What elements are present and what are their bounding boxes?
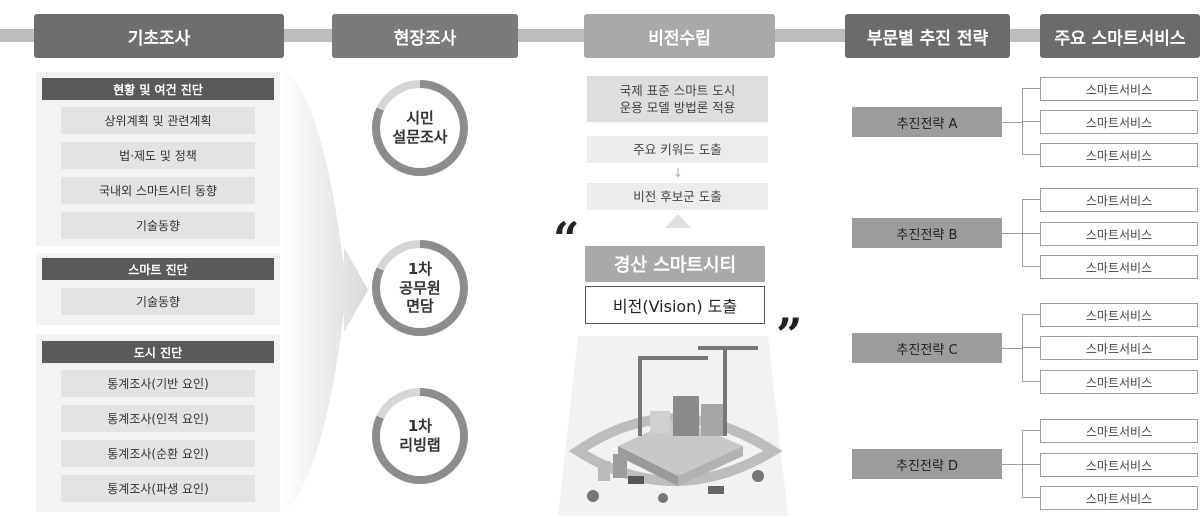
vision-keywords-box: 주요 키워드 도출 [587, 136, 768, 163]
down-arrow-icon: ↓ [672, 166, 684, 180]
connector-line [1022, 88, 1040, 89]
strategy-a: 추진전략 A [852, 107, 1002, 137]
list-item: 통계조사(파생 요인) [61, 475, 255, 502]
group-title-city: 도시 진단 [42, 341, 274, 363]
header-field-survey: 현장조사 [332, 14, 518, 58]
list-item: 통계조사(기반 요인) [61, 370, 255, 397]
strategy-b: 추진전략 B [852, 218, 1002, 248]
connector-line [1022, 314, 1040, 315]
list-item: 통계조사(순환 요인) [61, 440, 255, 467]
strategy-d: 추진전략 D [852, 449, 1002, 479]
list-item: 상위계획 및 관련계획 [61, 107, 255, 134]
vision-subtitle-box: 비전(Vision) 도출 [585, 286, 765, 324]
up-triangle-icon [665, 214, 691, 228]
connector-line [1022, 266, 1040, 267]
header-vision: 비전수립 [584, 14, 775, 58]
connector-line [1002, 122, 1022, 123]
connector-line [1022, 497, 1040, 498]
header-connector-3 [775, 29, 845, 42]
list-item: 기술동향 [61, 288, 255, 315]
circle-line: 1차 [407, 417, 433, 436]
strategy-c: 추진전략 C [852, 333, 1002, 363]
vision-method-line: 운용 모델 방법론 적용 [619, 100, 736, 115]
connector-line [1022, 347, 1040, 348]
service-item: 스마트서비스 [1040, 453, 1198, 477]
list-item: 기술동향 [61, 212, 255, 239]
service-item: 스마트서비스 [1040, 336, 1198, 360]
vision-method-box: 국제 표준 스마트 도시 운용 모델 방법론 적용 [587, 76, 768, 122]
connector-line [1022, 381, 1040, 382]
group-title-smart: 스마트 진단 [42, 258, 274, 280]
connector-line [1022, 154, 1040, 155]
smart-city-illustration [558, 336, 788, 516]
connector-line [1002, 348, 1022, 349]
open-quote-icon: “ [553, 212, 580, 266]
service-item: 스마트서비스 [1040, 143, 1198, 167]
header-strategy: 부문별 추진 전략 [845, 14, 1010, 58]
service-item: 스마트서비스 [1040, 188, 1198, 212]
circle-line: 면담 [406, 297, 434, 316]
circle-line: 리빙랩 [399, 436, 441, 454]
connector-line [1022, 314, 1023, 382]
connector-line [1022, 199, 1040, 200]
close-quote-icon: ” [776, 308, 803, 362]
service-item: 스마트서비스 [1040, 419, 1198, 443]
service-item: 스마트서비스 [1040, 255, 1198, 279]
circle-line: 설문조사 [392, 128, 448, 146]
header-connector-1 [284, 29, 332, 42]
connector-line [1022, 430, 1040, 431]
service-item: 스마트서비스 [1040, 110, 1198, 134]
circle-line: 시민 [406, 109, 434, 128]
circle-line: 공무원 [399, 278, 441, 297]
header-basic-survey: 기초조사 [34, 14, 284, 58]
circle-official-interview: 1차 공무원 면담 [372, 240, 468, 336]
connector-line [1022, 464, 1040, 465]
circle-citizen-survey: 시민 설문조사 [372, 80, 468, 176]
vision-title-box: 경산 스마트시티 [585, 246, 765, 282]
vision-candidates-box: 비전 후보군 도출 [587, 183, 768, 210]
service-item: 스마트서비스 [1040, 370, 1198, 394]
list-item: 국내외 스마트시티 동향 [61, 177, 255, 204]
list-item: 법·제도 및 정책 [61, 142, 255, 169]
group-title-status: 현황 및 여건 진단 [42, 78, 274, 100]
connector-line [1002, 464, 1022, 465]
circle-line: 1차 [407, 259, 433, 278]
connector-line [1002, 233, 1022, 234]
header-connector-left [0, 29, 34, 42]
connector-line [1022, 233, 1040, 234]
header-connector-2 [518, 29, 584, 42]
circle-living-lab: 1차 리빙랩 [372, 388, 468, 484]
service-item: 스마트서비스 [1040, 77, 1198, 101]
list-item: 통계조사(인적 요인) [61, 405, 255, 432]
header-connector-4 [1010, 29, 1040, 42]
vision-method-line: 국제 표준 스마트 도시 [619, 82, 736, 98]
service-item: 스마트서비스 [1040, 222, 1198, 246]
connector-line [1022, 121, 1040, 122]
service-item: 스마트서비스 [1040, 486, 1198, 510]
flow-arrow-icon [282, 62, 368, 517]
header-services: 주요 스마트서비스 [1040, 14, 1200, 58]
service-item: 스마트서비스 [1040, 303, 1198, 327]
